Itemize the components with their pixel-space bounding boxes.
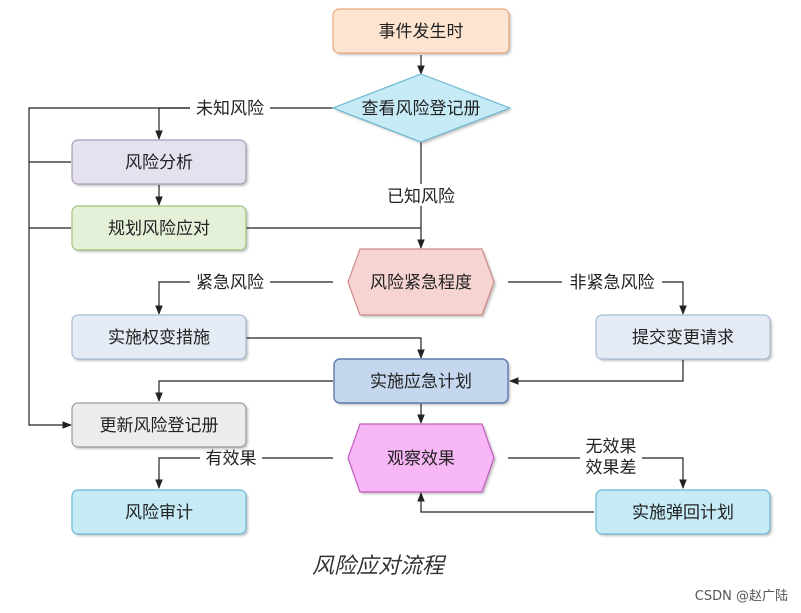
node-plan-response-box: [72, 206, 246, 250]
node-observe: 观察效果: [347, 423, 495, 493]
node-emergency-plan-box: [334, 359, 508, 403]
node-fallback-plan-label: 实施弹回计划: [632, 503, 734, 523]
node-fallback-plan-box: [596, 490, 770, 534]
node-update-register: 更新风险登记册: [71, 402, 247, 448]
node-workaround-box: [72, 315, 246, 359]
node-check-register-label: 查看风险登记册: [362, 99, 481, 119]
label-non-urgent-risk: 非紧急风险: [570, 273, 655, 293]
watermark: CSDN @赵广陆: [695, 588, 788, 604]
edge-urgent-risk: [155, 281, 333, 315]
node-workaround: 实施权变措施: [71, 314, 247, 360]
connectors: [28, 55, 687, 513]
edge-fallback-to-observe: [417, 492, 594, 513]
node-workaround-label: 实施权变措施: [108, 328, 210, 348]
node-risk-analysis-box: [72, 140, 246, 184]
node-risk-audit: 风险审计: [71, 489, 247, 535]
label-urgent-risk: 紧急风险: [196, 273, 264, 293]
node-plan-response: 规划风险应对: [71, 205, 247, 251]
node-event-occurs-box: [333, 9, 509, 53]
node-urgency: 风险紧急程度: [347, 248, 495, 316]
node-urgency-label: 风险紧急程度: [370, 273, 472, 293]
node-risk-analysis: 风险分析: [71, 139, 247, 185]
edge-emergency-to-update: [155, 380, 333, 402]
node-emergency-plan: 实施应急计划: [333, 358, 509, 404]
edge-labels: 未知风险 已知风险 紧急风险 非紧急风险 有效果 无效果 效果差: [190, 98, 662, 478]
node-emergency-plan-label: 实施应急计划: [370, 372, 472, 392]
edge-feedback-loop: [28, 107, 195, 429]
node-risk-audit-box: [72, 490, 246, 534]
edge-effective: [155, 457, 333, 489]
node-change-request-box: [596, 315, 770, 359]
node-change-request-label: 提交变更请求: [632, 328, 734, 348]
node-observe-shape: [348, 424, 494, 492]
node-update-register-box: [72, 403, 246, 447]
node-risk-audit-label: 风险审计: [125, 503, 193, 523]
nodes: 事件发生时 查看风险登记册 风险分析 规划风险应对 风险紧急程度: [71, 8, 771, 535]
label-known-risk: 已知风险: [387, 187, 455, 207]
edge-no-effect: [508, 457, 687, 489]
node-risk-analysis-label: 风险分析: [125, 153, 193, 173]
node-urgency-shape: [348, 249, 494, 315]
node-event-occurs-label: 事件发生时: [379, 22, 464, 42]
label-no-effect: 无效果: [586, 437, 637, 457]
edge-workaround-to-emergency: [246, 337, 425, 359]
node-fallback-plan: 实施弹回计划: [595, 489, 771, 535]
diagram-caption: 风险应对流程: [312, 554, 447, 579]
label-effective: 有效果: [206, 449, 257, 469]
label-unknown-risk: 未知风险: [196, 99, 264, 119]
node-observe-label: 观察效果: [387, 449, 455, 469]
node-change-request: 提交变更请求: [595, 314, 771, 360]
label-poor-effect: 效果差: [586, 458, 637, 478]
node-plan-response-label: 规划风险应对: [108, 219, 210, 239]
node-check-register: 查看风险登记册: [331, 73, 512, 143]
edge-change-to-emergency: [509, 360, 684, 385]
node-update-register-label: 更新风险登记册: [100, 416, 219, 436]
node-event-occurs: 事件发生时: [332, 8, 510, 54]
